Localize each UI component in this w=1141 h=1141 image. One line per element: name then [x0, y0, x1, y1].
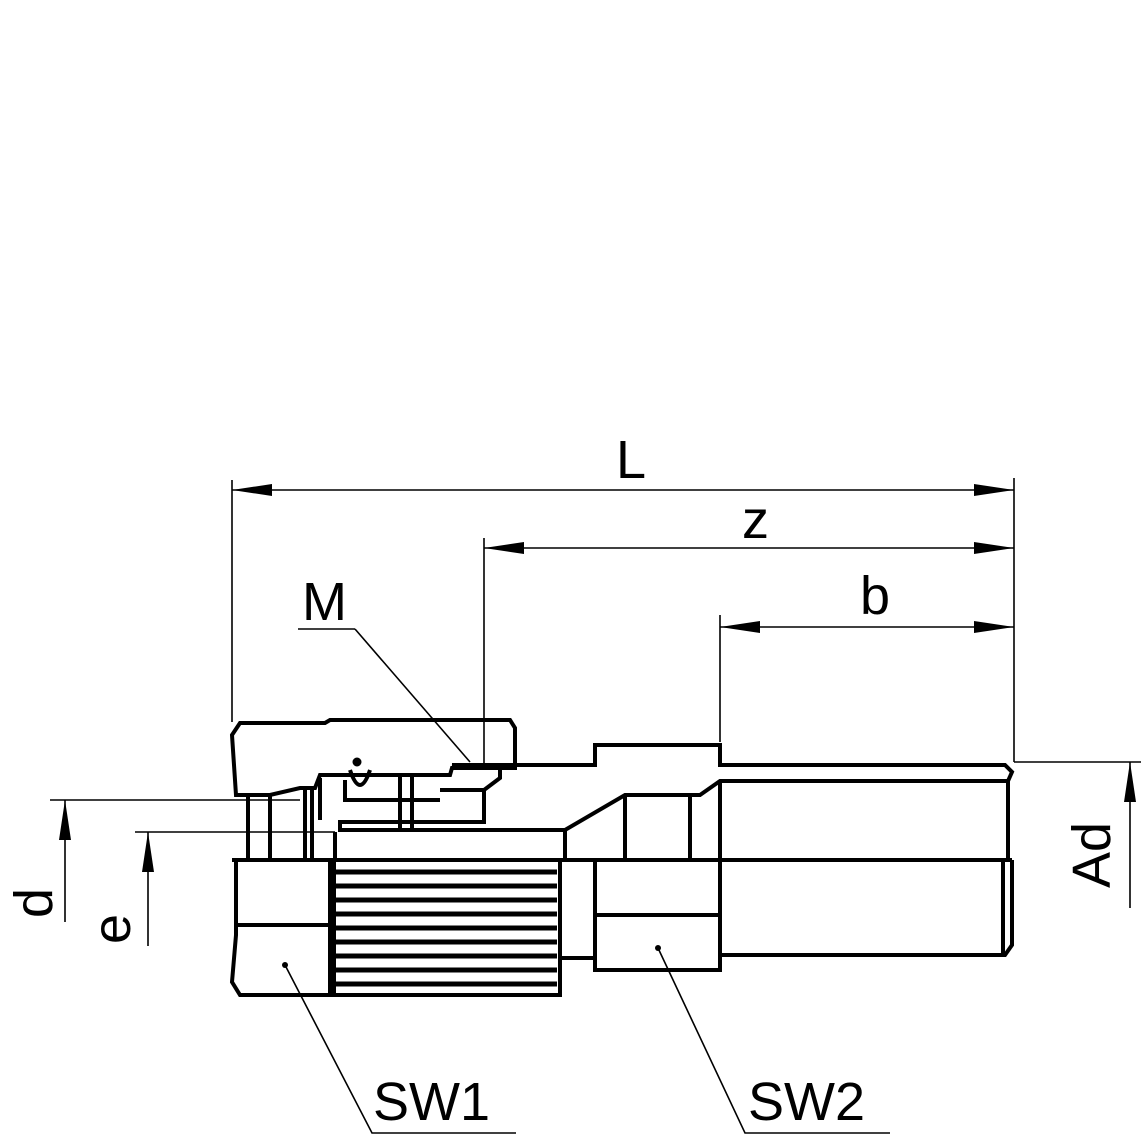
- label-SW2: SW2: [748, 1072, 865, 1132]
- knurl-lines: [330, 862, 557, 993]
- label-M: M: [302, 572, 347, 632]
- label-b: b: [860, 566, 890, 626]
- seal-details: [246, 757, 1010, 860]
- label-Ad: Ad: [1062, 822, 1122, 888]
- dimension-d: d: [4, 800, 71, 922]
- dimension-Ad: Ad: [1062, 762, 1136, 908]
- label-e: e: [82, 914, 142, 944]
- label-SW1: SW1: [373, 1072, 490, 1132]
- body-section: [338, 743, 1015, 832]
- dimension-z: z: [484, 490, 1014, 554]
- leader-SW1: SW1: [282, 962, 516, 1134]
- label-L: L: [616, 430, 646, 490]
- dimension-b: b: [720, 566, 1014, 633]
- extension-lines: [50, 478, 1141, 833]
- dimension-L: L: [232, 430, 1014, 496]
- leader-M: M: [298, 572, 471, 763]
- label-d: d: [4, 888, 64, 918]
- dimension-e: e: [82, 832, 154, 946]
- leader-SW2: SW2: [655, 945, 890, 1134]
- nut-section: [229, 718, 517, 797]
- label-z: z: [742, 490, 769, 550]
